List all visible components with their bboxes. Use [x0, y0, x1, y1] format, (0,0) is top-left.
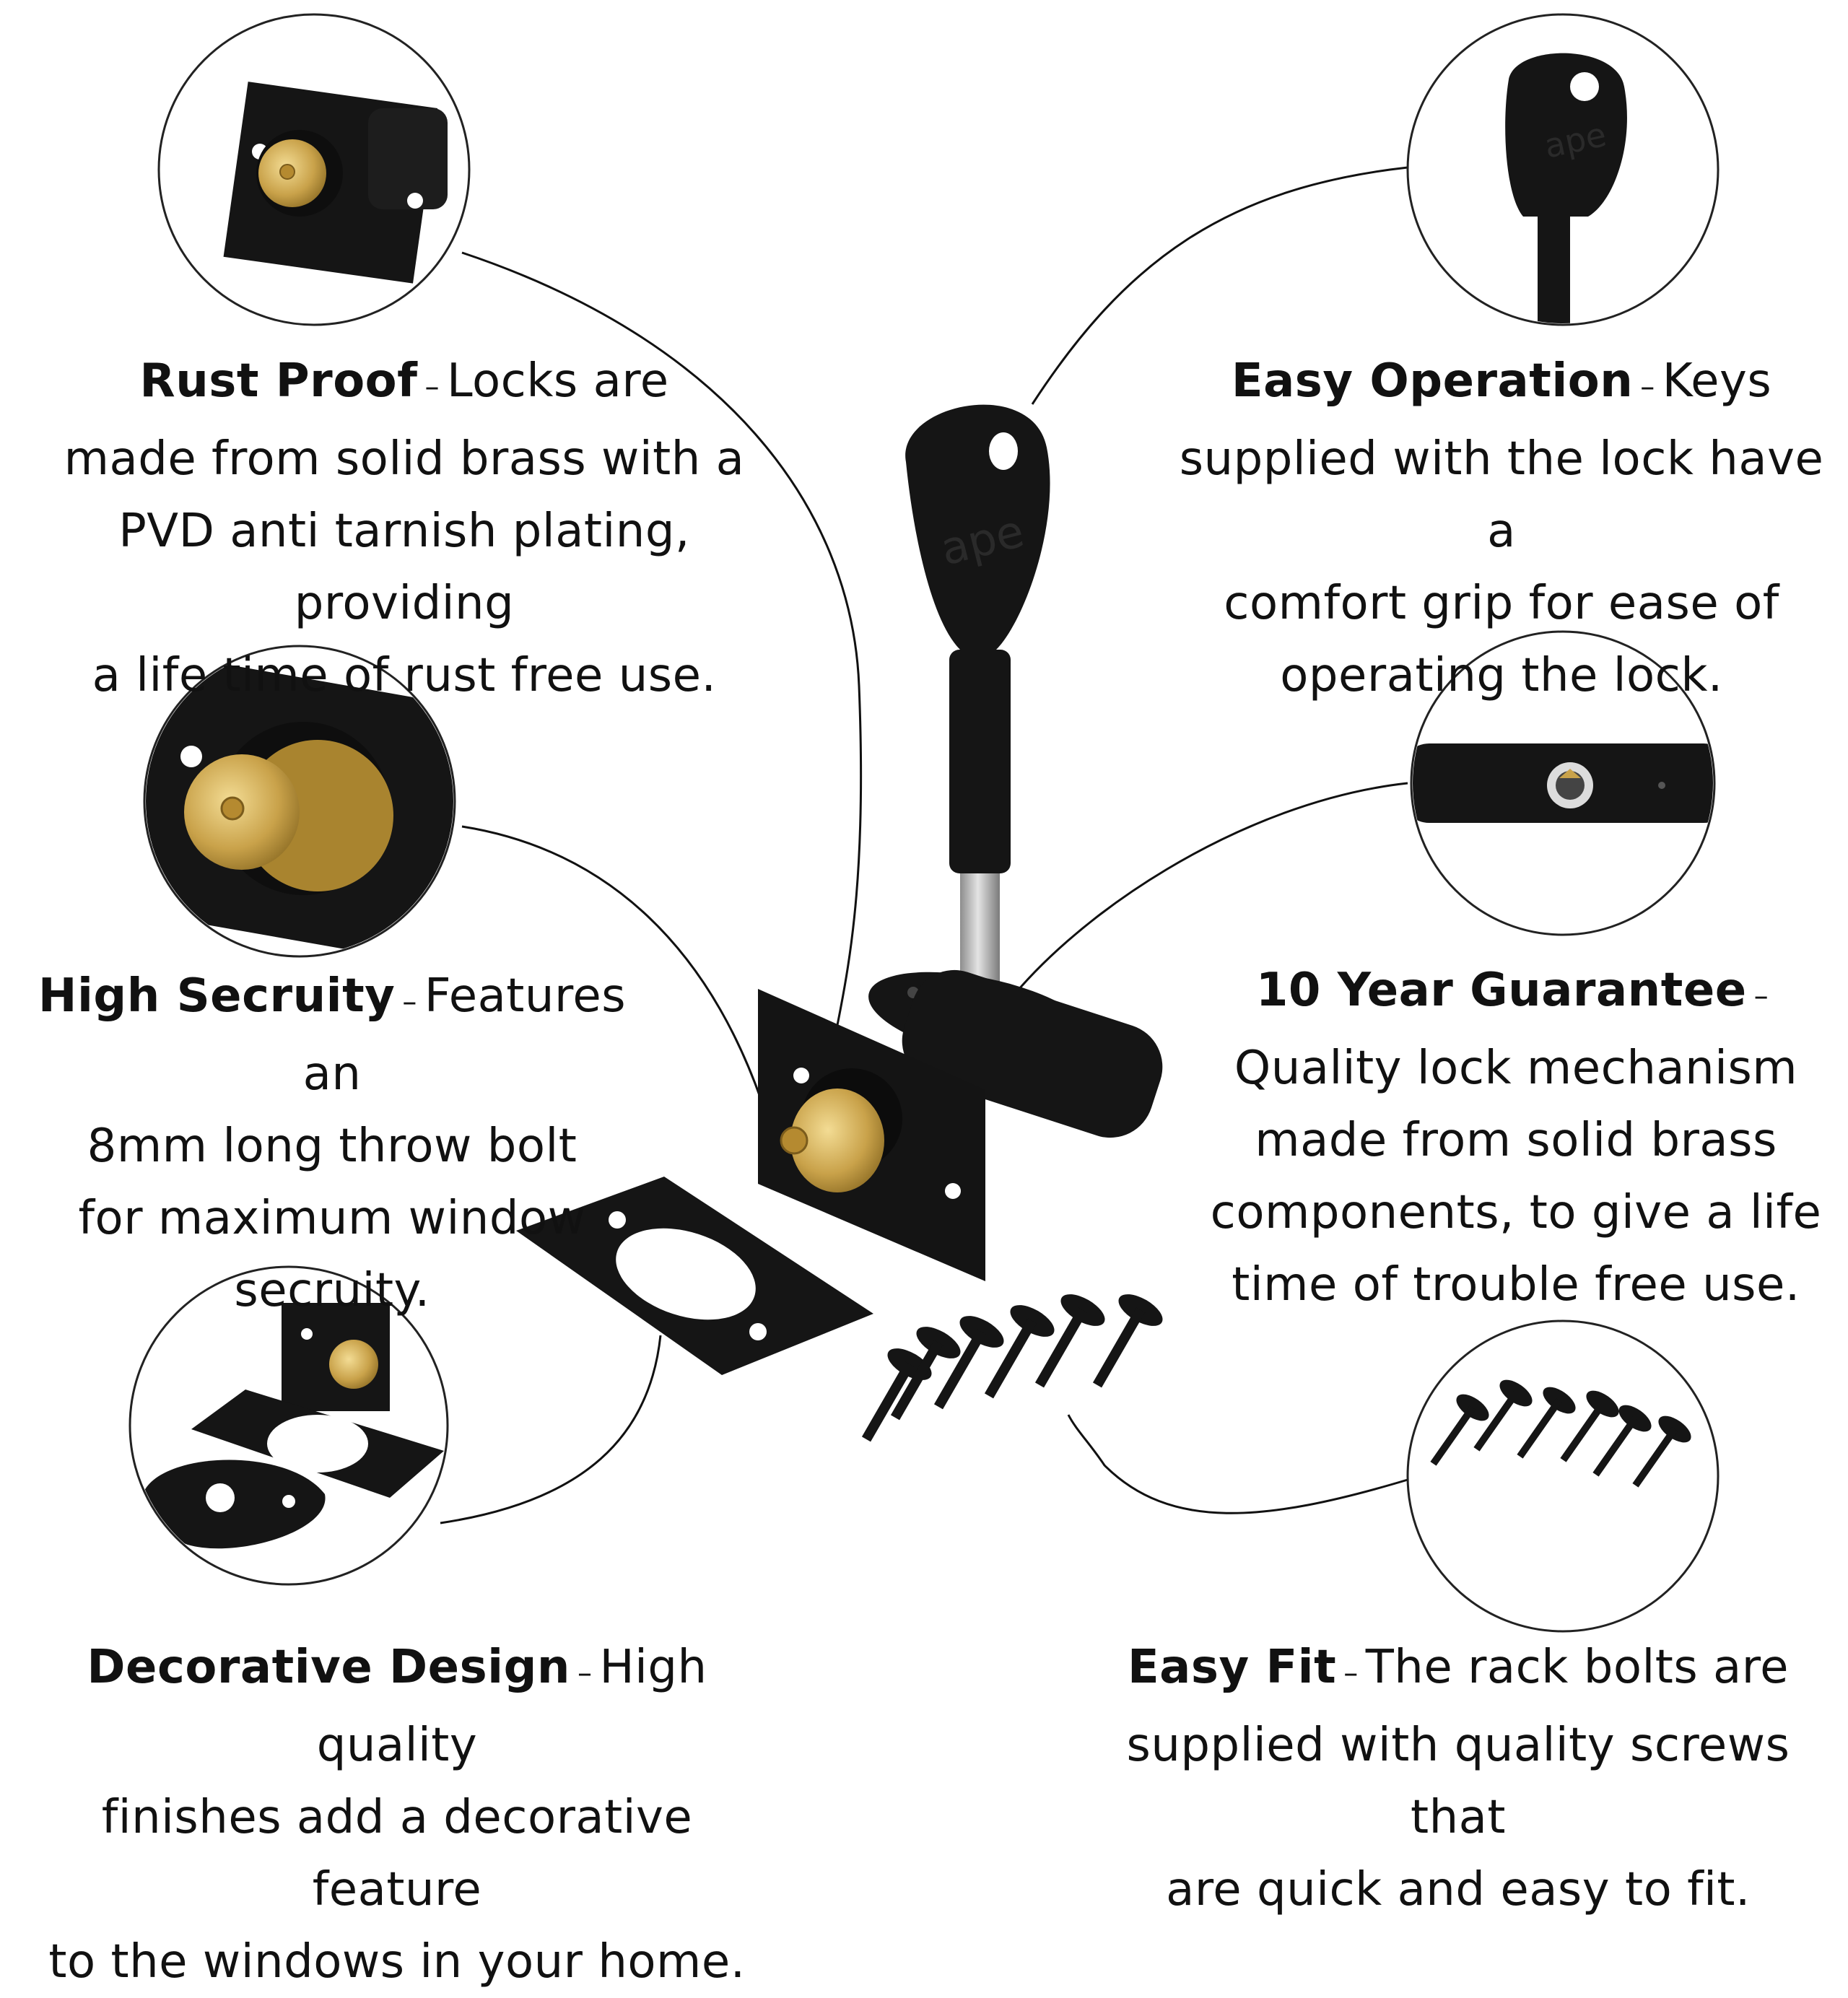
feature-text: Features an: [302, 969, 627, 1101]
feature-separator: –: [1640, 370, 1655, 403]
screw-set-zoom: [1430, 1379, 1691, 1488]
lock-body-illustration: [758, 969, 1163, 1281]
connector-easy-fit: [1067, 1414, 1408, 1514]
feature-text: are quick and easy to fit.: [1166, 1863, 1751, 1916]
feature-easy-operation: Easy Operation–Keys supplied with the lo…: [1169, 345, 1834, 712]
connector-guarantee: [995, 782, 1408, 1018]
feature-text: components, to give a life: [1210, 1186, 1822, 1239]
feature-separator: –: [424, 370, 440, 403]
feature-easy-fit-line-1: Easy Fit–The rack bolts are: [1076, 1631, 1841, 1709]
detail-circle-decorative-design: [128, 1265, 449, 1586]
feature-guarantee-line-1: 10 Year Guarantee–: [1198, 954, 1834, 1032]
feature-text: secruity.: [234, 1264, 430, 1317]
face-plate-illustration: [516, 1177, 873, 1375]
feature-high-security: High Secruity–Features an 8mm long throw…: [14, 960, 650, 1327]
feature-separator: –: [402, 985, 417, 1018]
feature-text: to the windows in your home.: [48, 1935, 746, 1989]
feature-text: The rack bolts are: [1365, 1641, 1790, 1694]
key-illustration: ape: [905, 404, 1050, 1018]
feature-text: time of trouble free use.: [1232, 1258, 1800, 1312]
feature-text: made from solid brass with a: [64, 432, 745, 486]
feature-decorative-design-line-1: Decorative Design–High quality: [14, 1631, 780, 1781]
feature-rust-proof: Rust Proof–Locks are made from solid bra…: [7, 345, 801, 712]
feature-easy-operation-line-1: Easy Operation–Keys: [1169, 345, 1834, 423]
feature-text: made from solid brass: [1255, 1114, 1777, 1167]
feature-high-security-line-1: High Secruity–Features an: [14, 960, 650, 1110]
feature-text: Quality lock mechanism: [1234, 1042, 1798, 1095]
feature-title: High Secruity: [38, 969, 396, 1023]
feature-text: operating the lock.: [1280, 649, 1723, 702]
feature-text: Keys: [1662, 354, 1772, 408]
connector-easy-operation: [1031, 166, 1408, 405]
connector-high-security: [461, 825, 767, 1112]
feature-separator: –: [1753, 980, 1769, 1013]
detail-circle-guarantee: [1410, 630, 1716, 936]
feature-text: Locks are: [446, 354, 669, 408]
feature-text: supplied with the lock have a: [1179, 432, 1824, 558]
feature-ten-year-guarantee: 10 Year Guarantee– Quality lock mechanis…: [1198, 954, 1834, 1321]
feature-rust-proof-line-1: Rust Proof–Locks are: [7, 345, 801, 423]
detail-circle-easy-operation: ape: [1406, 13, 1720, 326]
connector-lines: [440, 166, 1408, 1524]
detail-circle-easy-fit: [1406, 1319, 1720, 1633]
feature-decorative-design: Decorative Design–High quality finishes …: [14, 1631, 780, 1998]
detail-circle-rust-proof: [157, 13, 471, 326]
feature-title: Easy Fit: [1127, 1641, 1337, 1694]
feature-title: 10 Year Guarantee: [1255, 964, 1747, 1017]
product-illustration: ape ape: [128, 13, 1720, 1633]
screws-illustration: [861, 1294, 1163, 1442]
feature-text: PVD anti tarnish plating, providing: [118, 505, 690, 630]
connector-rust-proof: [461, 251, 863, 1026]
feature-text: finishes add a decorative feature: [101, 1791, 693, 1916]
feature-text: 8mm long throw bolt: [87, 1120, 578, 1173]
feature-text: High quality: [316, 1641, 707, 1772]
feature-easy-fit: Easy Fit–The rack bolts are supplied wit…: [1076, 1631, 1841, 1926]
connector-decorative-design: [440, 1335, 662, 1524]
feature-separator: –: [577, 1657, 593, 1690]
feature-text: a life time of rust free use.: [92, 649, 717, 702]
detail-circle-high-security: [143, 645, 456, 958]
feature-title: Rust Proof: [139, 354, 418, 408]
feature-text: for maximum window: [78, 1192, 586, 1245]
feature-separator: –: [1343, 1657, 1359, 1690]
feature-text: comfort grip for ease of: [1224, 577, 1779, 630]
feature-title: Easy Operation: [1231, 354, 1634, 408]
feature-title: Decorative Design: [87, 1641, 570, 1694]
feature-text: supplied with quality screws that: [1126, 1719, 1790, 1844]
